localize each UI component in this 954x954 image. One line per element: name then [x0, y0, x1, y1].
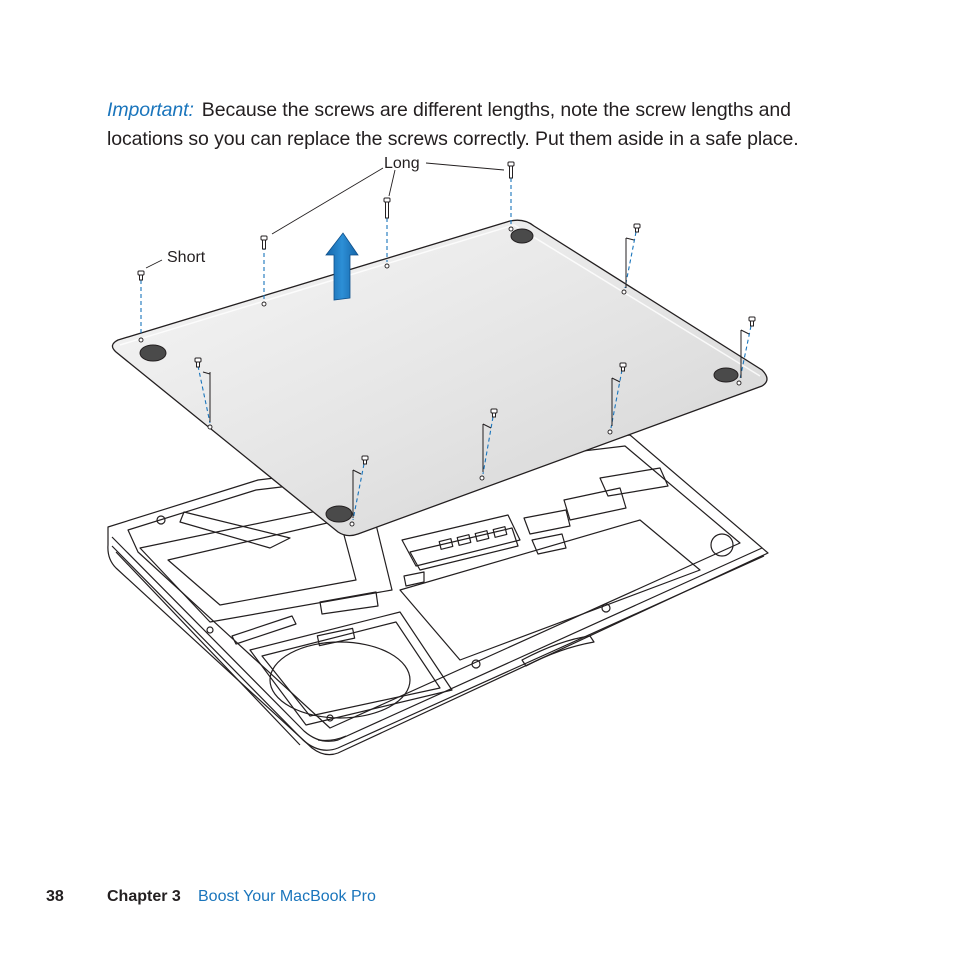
- lift-arrow-icon: [325, 232, 359, 301]
- screws: [137, 161, 756, 465]
- screw-depth-lines: [202, 237, 750, 518]
- callout-leaders: [145, 162, 505, 269]
- short-screw: [490, 408, 498, 418]
- long-screw: [260, 235, 268, 250]
- bottom-case-panel: [111, 219, 768, 537]
- chapter-title: Boost Your MacBook Pro: [198, 888, 376, 905]
- chapter-label: Chapter 3: [107, 888, 181, 905]
- macbook-body: [107, 434, 769, 756]
- important-text: Because the screws are different lengths…: [107, 98, 799, 150]
- page-footer: 38 Chapter 3 Boost Your MacBook Pro: [0, 887, 954, 911]
- page-number: 38: [46, 888, 64, 905]
- short-screw: [194, 357, 202, 368]
- screw-guide-lines: [140, 178, 752, 521]
- short-screw-label: Short: [167, 249, 206, 266]
- rubber-feet: [139, 228, 739, 523]
- long-screw: [383, 197, 391, 219]
- short-screw: [748, 316, 756, 327]
- short-screw: [619, 362, 627, 372]
- screw-holes: [138, 226, 742, 527]
- important-note: Important:Because the screws are differe…: [107, 96, 847, 154]
- short-screw: [137, 270, 145, 281]
- long-screw-label: Long: [384, 155, 420, 172]
- long-screw: [507, 161, 515, 179]
- short-screw: [361, 455, 369, 465]
- important-label: Important:: [107, 98, 194, 121]
- short-screw: [633, 223, 641, 233]
